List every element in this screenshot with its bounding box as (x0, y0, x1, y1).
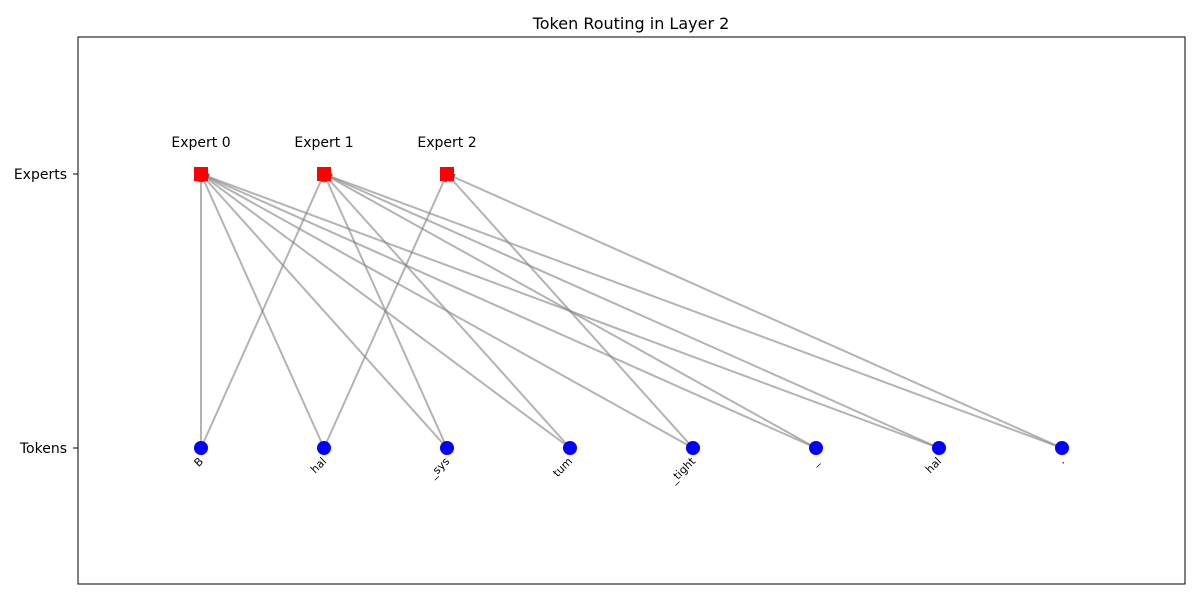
chart-title: Token Routing in Layer 2 (532, 14, 730, 33)
expert-label: Expert 0 (171, 135, 230, 151)
route-edge (446, 173, 1063, 449)
expert-label: Expert 1 (294, 135, 353, 151)
routing-edges (197, 173, 1063, 449)
route-edge (200, 173, 448, 449)
route-edge (323, 173, 1063, 449)
token-node (317, 441, 331, 455)
token-node (440, 441, 454, 455)
token-node (686, 441, 700, 455)
route-edge (200, 173, 694, 449)
token-node (932, 441, 946, 455)
token-label: . (1055, 455, 1067, 467)
token-node (809, 441, 823, 455)
expert-nodes: Expert 0 Expert 1 Expert 2 (171, 135, 477, 181)
route-edge (200, 173, 940, 449)
route-edge (200, 173, 817, 449)
token-node (563, 441, 577, 455)
token-node (1055, 441, 1069, 455)
expert-label: Expert 2 (417, 135, 476, 151)
y-tick-label-tokens: Tokens (19, 441, 67, 457)
plot-frame (77, 36, 1186, 585)
route-edge (323, 173, 940, 449)
token-node (194, 441, 208, 455)
expert-node (317, 167, 331, 181)
y-axis: Experts Tokens (14, 167, 78, 457)
y-tick-label-experts: Experts (14, 167, 67, 183)
route-edge (200, 173, 571, 449)
expert-node (194, 167, 208, 181)
expert-node (440, 167, 454, 181)
route-edge (200, 173, 325, 449)
